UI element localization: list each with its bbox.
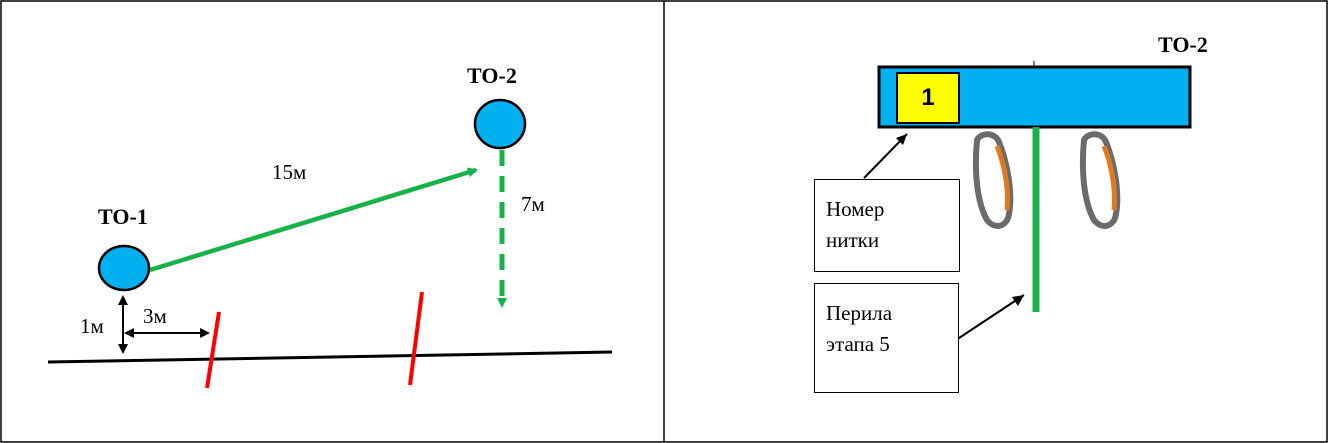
to2-detail-label: ТО-2	[1158, 32, 1208, 57]
callout-thread-number: Номер нитки	[814, 179, 960, 272]
scheme-panel: ТО-2 ТО-1 15м 7м 1м 3м	[47, 63, 613, 389]
callout-railing-line2: этапа 5	[826, 332, 890, 356]
dist-3m-label: 3м	[143, 304, 167, 328]
dist-1m-label: 1м	[80, 314, 104, 338]
callout-pointer	[955, 294, 1025, 341]
callout-thread-line1: Номер	[826, 197, 885, 221]
dist-7m-label: 7м	[521, 192, 545, 216]
carabiner-icon	[972, 131, 1014, 229]
dist-15m-label: 15м	[272, 160, 307, 184]
red-marker	[205, 311, 221, 389]
red-marker	[408, 291, 424, 386]
ground-line	[47, 350, 613, 364]
to2-node	[473, 98, 527, 150]
scheme-drawing	[47, 98, 613, 389]
carabiner-icon	[1079, 131, 1121, 229]
callout-railing: Перила этапа 5	[814, 283, 959, 393]
callout-railing-line1: Перила	[826, 301, 893, 325]
to2-label: ТО-2	[467, 63, 517, 88]
traverse-arrow	[149, 167, 478, 273]
to1-node	[97, 244, 151, 292]
detail-drawing	[863, 61, 1192, 341]
detail-panel: ТО-2 1 Номер нитки Перила этапа 5	[664, 0, 1328, 443]
to1-label: ТО-1	[98, 204, 148, 229]
thread-number-box: 1	[896, 72, 960, 124]
callout-thread-line2: нитки	[826, 228, 880, 252]
